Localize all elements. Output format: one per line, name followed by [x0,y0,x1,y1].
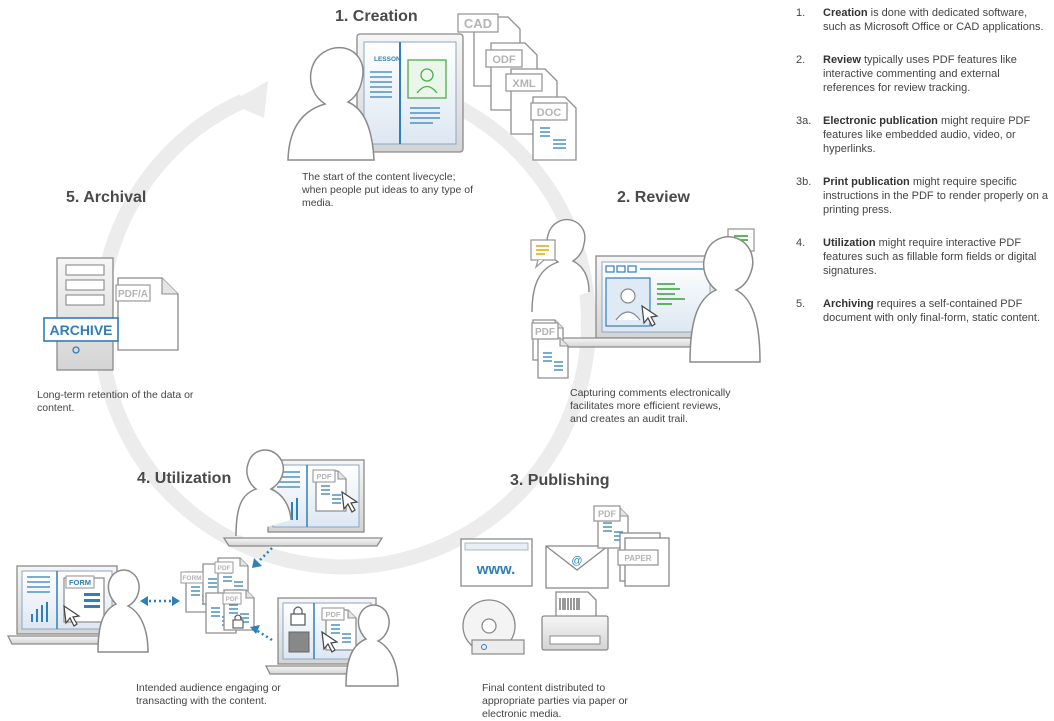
archive-label: ARCHIVE [43,317,119,342]
lock-icon [290,606,306,626]
server-icon [56,257,114,371]
note-text: typically uses PDF features like interac… [823,54,1017,94]
disc-icon [462,599,525,655]
svg-text:PAPER: PAPER [625,554,652,563]
note-item: 1. Creation is done with dedicated softw… [796,6,1052,34]
svg-text:FORM: FORM [182,575,201,582]
note-number: 1. [796,7,806,19]
svg-text:LESSON: LESSON [374,56,401,63]
stage-title-publishing: 3. Publishing [510,472,610,489]
caption-review: Capturing comments electronically facili… [570,387,731,425]
caption-utilization: Intended audience engaging or transactin… [136,682,281,707]
svg-text:ARCHIVE: ARCHIVE [49,322,112,338]
note-term: Archiving [823,298,874,310]
note-text: requires a self-contained PDF document w… [823,298,1041,324]
notes-list: 1. Creation is done with dedicated softw… [796,6,1052,325]
svg-text:PDF: PDF [598,509,617,519]
svg-text:FORM: FORM [69,578,91,587]
note-text: might require specific instructions in t… [823,176,1049,216]
lock-icon [232,614,244,629]
note-term: Review [823,54,861,66]
envelope-icon: @ [545,545,609,589]
creation-person [287,46,375,161]
svg-text:DOC: DOC [537,107,562,119]
note-item: 2. Review typically uses PDF features li… [796,53,1052,95]
note-term: Electronic publication [823,115,938,127]
note-number: 3b. [796,176,812,188]
note-text: might require PDF features like embedded… [823,115,1031,155]
svg-text:ODF: ODF [492,54,516,66]
caption-publishing: Final content distributed to appropriate… [482,682,628,720]
note-item: 3b. Print publication might require spec… [796,175,1052,217]
web-window: www. [460,538,533,587]
svg-text:XML: XML [512,78,536,90]
svg-text:PDF: PDF [535,327,555,338]
svg-text:PDF: PDF [226,596,239,603]
printer-icon [541,591,609,651]
note-term: Creation [823,7,868,19]
note-number: 4. [796,237,806,249]
svg-text:PDF: PDF [218,565,231,572]
caption-archival: Long-term retention of the data or conte… [37,389,194,414]
stage-title-creation: 1. Creation [335,8,418,25]
caption-creation: The start of the content livecycle; when… [302,171,474,209]
svg-text:PDF: PDF [326,610,341,619]
publishing-illustration: www. @ PDF PAPER [460,505,670,655]
stage-title-review: 2. Review [617,189,690,206]
stage-title-utilization: 4. Utilization [137,470,232,487]
note-text: might require interactive PDF features s… [823,237,1037,277]
note-number: 3a. [796,115,812,127]
pdfa-document: PDF/A [115,277,179,351]
utilization-illustration: PDF FORM FORM PDF PDF [6,449,399,687]
svg-text:CAD: CAD [464,16,492,31]
review-illustration: PDF [530,218,761,379]
stage-title-archival: 5. Archival [66,189,147,206]
svg-text:www.: www. [476,561,516,578]
note-item: 3a. Electronic publication might require… [796,114,1052,156]
creation-doc-stack: CAD ODF XML DOC [457,13,577,161]
note-term: Print publication [823,176,910,188]
note-number: 2. [796,54,806,66]
note-item: 5. Archiving requires a self-contained P… [796,297,1052,325]
note-text: is done with dedicated software, such as… [823,7,1044,33]
archival-illustration: PDF/A ARCHIVE [43,257,179,371]
svg-text:PDF/A: PDF/A [118,289,148,300]
svg-text:PDF: PDF [317,472,332,481]
creation-illustration: CAD ODF XML DOC [287,13,577,161]
svg-text:@: @ [571,555,582,567]
note-term: Utilization [823,237,876,249]
creation-monitor: LESSON [356,33,464,153]
review-cursor-icon [641,304,659,327]
comment-bubble-yellow [530,239,556,269]
note-number: 5. [796,298,806,310]
note-item: 4. Utilization might require interactive… [796,236,1052,278]
